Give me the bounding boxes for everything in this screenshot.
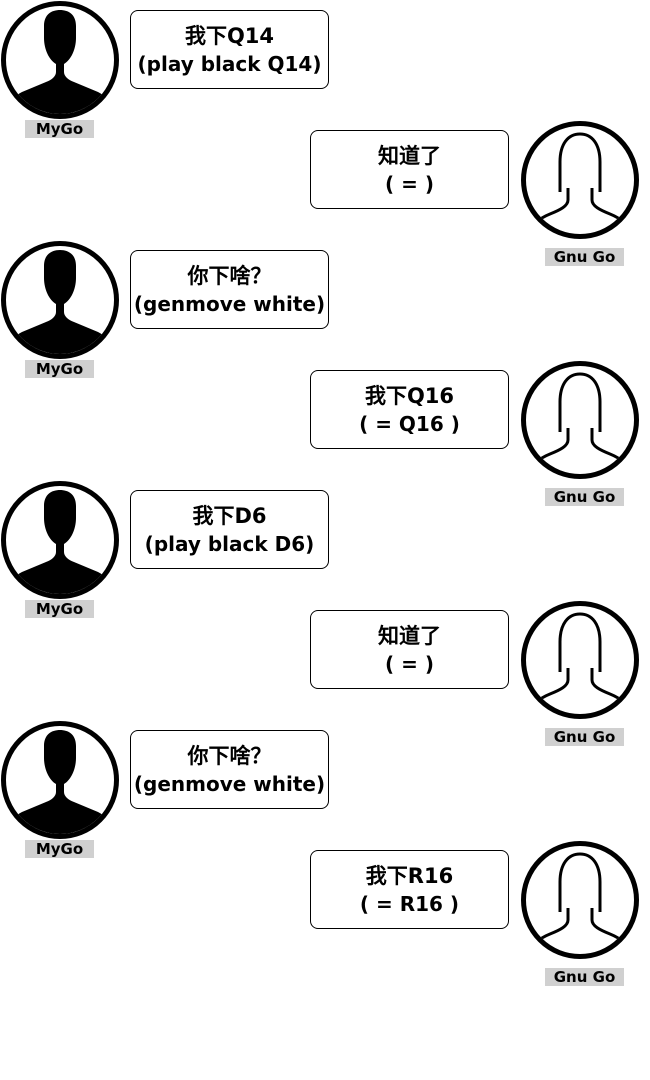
male-silhouette-icon bbox=[1, 1, 119, 119]
message-bubble: 我下Q16 ( = Q16 ) bbox=[310, 370, 509, 449]
speaker-name-label: MyGo bbox=[25, 360, 94, 378]
message-row-mygo: MyGo 我下Q14 (play black Q14) bbox=[0, 0, 650, 240]
message-command: (genmove white) bbox=[133, 771, 326, 796]
message-command: ( = ) bbox=[385, 171, 434, 196]
message-row-mygo: MyGo 我下D6 (play black D6) bbox=[0, 480, 650, 720]
male-silhouette-icon bbox=[1, 721, 119, 839]
message-row-mygo: MyGo 你下啥？ (genmove white) bbox=[0, 720, 650, 960]
female-outline-icon bbox=[521, 841, 639, 959]
speaker-name-label: Gnu Go bbox=[545, 728, 624, 746]
message-text: 我下D6 bbox=[192, 503, 267, 528]
message-bubble: 我下R16 ( = R16 ) bbox=[310, 850, 509, 929]
speaker-name-label: Gnu Go bbox=[545, 968, 624, 986]
message-text: 你下啥？ bbox=[187, 743, 272, 768]
female-outline-icon bbox=[521, 361, 639, 479]
speaker-name-label: MyGo bbox=[25, 600, 94, 618]
conversation-diagram: MyGo 我下Q14 (play black Q14) Gnu Go 知道了 (… bbox=[0, 0, 650, 986]
message-bubble: 你下啥？ (genmove white) bbox=[130, 730, 329, 809]
message-text: 知道了 bbox=[378, 143, 441, 168]
message-text: 我下R16 bbox=[365, 863, 454, 888]
speaker-name-label: Gnu Go bbox=[545, 488, 624, 506]
message-bubble: 知道了 ( = ) bbox=[310, 610, 509, 689]
message-row-mygo: MyGo 你下啥？ (genmove white) bbox=[0, 240, 650, 480]
message-bubble: 我下Q14 (play black Q14) bbox=[130, 10, 329, 89]
female-outline-icon bbox=[521, 121, 639, 239]
message-command: (play black Q14) bbox=[137, 51, 322, 76]
message-bubble: 我下D6 (play black D6) bbox=[130, 490, 329, 569]
message-text: 我下Q16 bbox=[364, 383, 455, 408]
message-text: 知道了 bbox=[378, 623, 441, 648]
speaker-name-label: Gnu Go bbox=[545, 248, 624, 266]
message-command: ( = ) bbox=[385, 651, 434, 676]
message-text: 你下啥？ bbox=[187, 263, 272, 288]
message-command: ( = R16 ) bbox=[359, 891, 460, 916]
male-silhouette-icon bbox=[1, 241, 119, 359]
male-silhouette-icon bbox=[1, 481, 119, 599]
message-command: ( = Q16 ) bbox=[359, 411, 460, 436]
speaker-name-label: MyGo bbox=[25, 840, 94, 858]
message-bubble: 你下啥？ (genmove white) bbox=[130, 250, 329, 329]
message-command: (play black D6) bbox=[144, 531, 315, 556]
message-command: (genmove white) bbox=[133, 291, 326, 316]
message-text: 我下Q14 bbox=[184, 23, 275, 48]
message-row-gnugo: Gnu Go 我下R16 ( = R16 ) bbox=[0, 840, 650, 1080]
message-row-gnugo: Gnu Go 我下Q16 ( = Q16 ) bbox=[0, 360, 650, 600]
message-row-gnugo: Gnu Go 知道了 ( = ) bbox=[0, 600, 650, 840]
message-bubble: 知道了 ( = ) bbox=[310, 130, 509, 209]
speaker-name-label: MyGo bbox=[25, 120, 94, 138]
message-row-gnugo: Gnu Go 知道了 ( = ) bbox=[0, 120, 650, 360]
female-outline-icon bbox=[521, 601, 639, 719]
